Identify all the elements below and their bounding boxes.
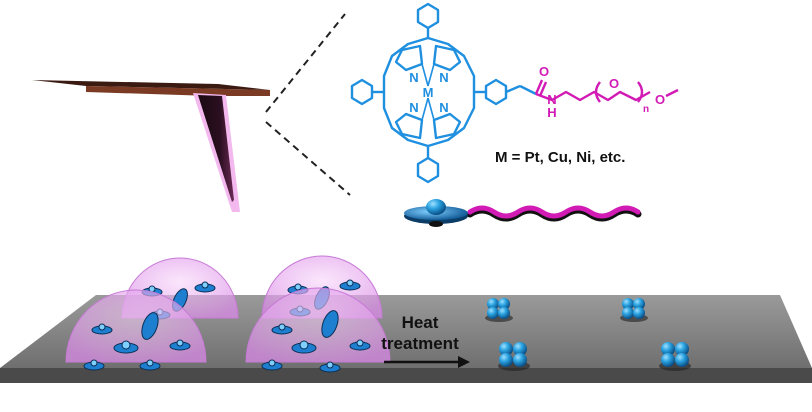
zoom-line-top <box>265 13 346 113</box>
schematic-metal-center <box>426 199 446 215</box>
dome-molecules-front <box>83 310 371 373</box>
nitrogen-bottom-left: N <box>409 100 418 115</box>
phenyl-left <box>350 78 374 106</box>
schematic-molecule <box>404 199 642 227</box>
peg-chain-structure <box>534 79 651 103</box>
terminal-oxygen: O <box>655 92 665 107</box>
terminal-methyl <box>665 88 679 98</box>
amide-oxygen: O <box>539 64 549 79</box>
metal-label: M = Pt, Cu, Ni, etc. <box>495 149 625 166</box>
heat-treatment-step: Heat treatment <box>381 313 470 368</box>
nitrogen-top-left: N <box>409 70 418 85</box>
repeat-bracket-left <box>594 81 601 103</box>
porphyrin-structure <box>350 2 537 184</box>
step-label-treatment: treatment <box>381 334 459 353</box>
nanoparticle-3 <box>498 342 530 371</box>
amide-hydrogen: H <box>547 105 556 120</box>
nanoparticle-1 <box>485 298 513 322</box>
zoom-line-bottom <box>265 121 351 196</box>
nitrogen-top-right: N <box>439 70 448 85</box>
molecule-labels: M N N N N O N H O n O <box>409 64 665 120</box>
phenyl-right <box>484 78 508 106</box>
amide-nitrogen: N <box>547 92 556 107</box>
chain-oxygen: O <box>609 76 619 91</box>
step-label-heat: Heat <box>402 313 439 332</box>
repeat-index: n <box>643 104 649 115</box>
afm-tip <box>198 95 234 202</box>
metal-center-symbol: M <box>423 85 434 100</box>
phenyl-bottom <box>416 156 440 184</box>
cantilever-front <box>86 86 270 96</box>
macrocycle <box>382 36 476 148</box>
substrate-front <box>0 368 812 383</box>
nanoparticle-2 <box>620 298 648 322</box>
afm-cantilever <box>32 80 270 212</box>
phenyl-top <box>416 2 440 30</box>
nitrogen-bottom-right: N <box>439 100 448 115</box>
process-arrow-head <box>458 356 470 368</box>
repeat-bracket-right <box>637 81 644 103</box>
cantilever-top <box>32 80 270 90</box>
nanoparticle-4 <box>659 342 691 371</box>
